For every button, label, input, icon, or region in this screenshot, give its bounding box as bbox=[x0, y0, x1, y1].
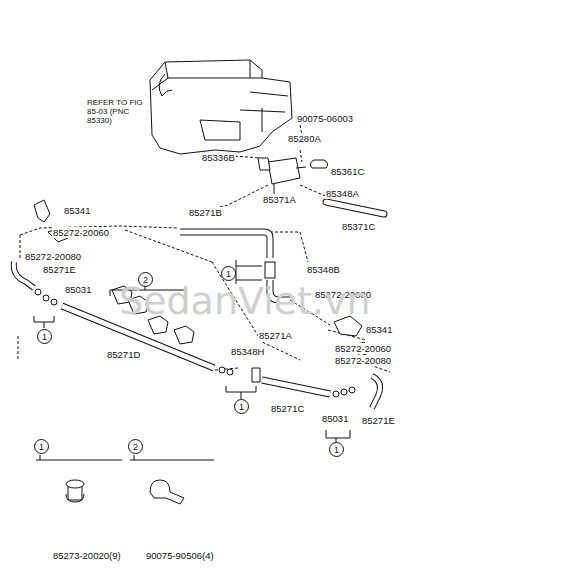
callout-circle: 2 bbox=[128, 439, 143, 454]
callout-number: 1 bbox=[39, 442, 44, 452]
part-number: 85348A bbox=[325, 188, 360, 199]
drawing-stroke bbox=[326, 202, 384, 214]
reference-note: REFER TO FIG 85-03 (PNC 85330) bbox=[86, 98, 150, 125]
part-number: 90075-90506(4) bbox=[145, 550, 215, 561]
part-number: 85361C bbox=[330, 166, 365, 177]
drawing-stroke bbox=[150, 60, 292, 154]
part-number: 85271E bbox=[361, 415, 396, 426]
part-number: 85031 bbox=[64, 284, 92, 295]
callout-number: 1 bbox=[239, 402, 244, 412]
part-number: 85336B bbox=[201, 152, 236, 163]
drawing-stroke bbox=[20, 235, 21, 260]
drawing-stroke bbox=[43, 295, 49, 301]
drawing-stroke bbox=[51, 299, 57, 305]
part-number: 85273-20020(9) bbox=[52, 550, 122, 561]
drawing-stroke bbox=[227, 369, 233, 375]
drawing-stroke bbox=[349, 387, 355, 393]
drawing-stroke bbox=[66, 480, 84, 488]
drawing-stroke bbox=[219, 367, 225, 373]
drawing-stroke bbox=[180, 232, 270, 258]
drawing-stroke bbox=[250, 78, 262, 79]
drawing-stroke bbox=[18, 336, 19, 360]
drawing-stroke bbox=[200, 120, 240, 140]
drawing-stroke bbox=[265, 262, 275, 278]
drawing-stroke bbox=[18, 125, 390, 372]
drawing-stroke bbox=[333, 391, 339, 397]
drawing-stroke bbox=[240, 92, 288, 132]
callout-circle: 1 bbox=[37, 329, 52, 344]
part-number: 85371A bbox=[262, 194, 297, 205]
drawing-stroke bbox=[165, 60, 250, 78]
drawing-stroke bbox=[252, 368, 260, 382]
drawing-stroke bbox=[66, 494, 84, 502]
drawing-stroke bbox=[159, 74, 172, 96]
drawing-stroke bbox=[270, 232, 308, 262]
drawing-stroke bbox=[34, 316, 54, 328]
part-number: 85271C bbox=[270, 403, 305, 414]
drawing-stroke bbox=[326, 202, 384, 214]
part-number: 85341 bbox=[63, 205, 91, 216]
callout-number: 1 bbox=[334, 445, 339, 455]
drawing-stroke bbox=[300, 150, 302, 162]
drawing-stroke bbox=[35, 289, 41, 295]
callout-circle: 1 bbox=[329, 442, 344, 457]
part-number: 85272-20060 bbox=[52, 227, 110, 238]
part-number: 85031 bbox=[321, 413, 349, 424]
part-number: 85271D bbox=[106, 349, 141, 360]
drawing-stroke bbox=[258, 158, 270, 170]
drawing-stroke bbox=[370, 365, 390, 372]
drawing-stroke bbox=[215, 368, 238, 370]
part-number: 90075-06003 bbox=[296, 113, 354, 124]
part-number: 85348H bbox=[230, 346, 265, 357]
callout-number: 1 bbox=[226, 269, 231, 279]
callout-circle: 1 bbox=[234, 399, 249, 414]
part-number: 85280A bbox=[287, 133, 322, 144]
part-number: 85271B bbox=[188, 207, 223, 218]
drawing-stroke bbox=[150, 480, 184, 504]
drawing-stroke bbox=[310, 160, 327, 168]
drawing-stroke bbox=[34, 200, 50, 222]
part-number: 85272-20080 bbox=[24, 251, 82, 262]
drawing-stroke bbox=[14, 262, 34, 288]
drawing-stroke bbox=[372, 376, 380, 408]
callout-number: 1 bbox=[42, 332, 47, 342]
drawing-stroke bbox=[341, 389, 347, 395]
drawing-stroke bbox=[326, 430, 350, 442]
part-number: 85271A bbox=[258, 330, 293, 341]
watermark: SedanViet.vn bbox=[118, 281, 372, 321]
drawing-stroke bbox=[152, 78, 168, 90]
drawing-stroke bbox=[268, 158, 300, 184]
part-number: 85341 bbox=[365, 324, 393, 335]
part-number: 85371C bbox=[341, 221, 376, 232]
drawing-stroke bbox=[36, 455, 214, 460]
part-number: 85272-20060 bbox=[334, 343, 392, 354]
drawing-stroke bbox=[226, 386, 256, 399]
drawing-stroke bbox=[262, 380, 330, 394]
drawing-stroke bbox=[174, 326, 194, 344]
drawing-stroke bbox=[372, 376, 380, 408]
callout-number: 2 bbox=[133, 442, 138, 452]
drawing-stroke bbox=[180, 232, 270, 258]
callout-circle: 1 bbox=[221, 266, 236, 281]
drawing-stroke bbox=[262, 380, 330, 394]
part-number: 85348B bbox=[306, 264, 341, 275]
callout-circle: 1 bbox=[34, 439, 49, 454]
drawing-stroke bbox=[14, 262, 34, 288]
part-number: 85271E bbox=[42, 264, 77, 275]
part-number: 85272-20080 bbox=[334, 355, 392, 366]
